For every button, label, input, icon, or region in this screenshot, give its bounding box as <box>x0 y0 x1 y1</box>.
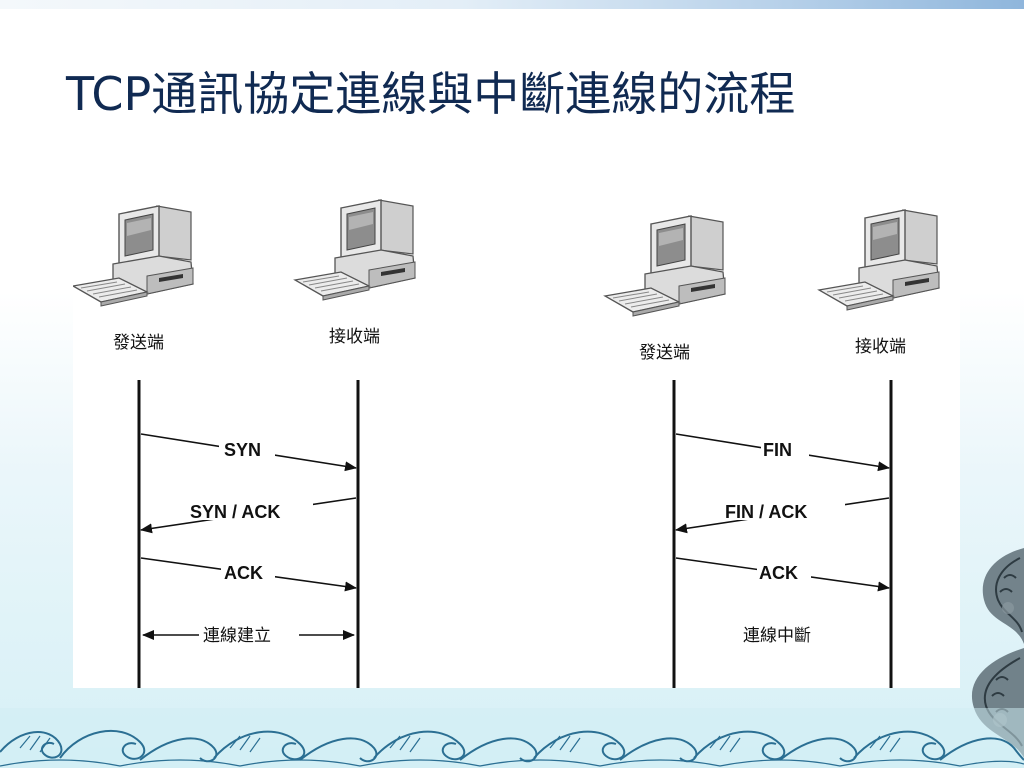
receiver-computer-icon <box>818 209 940 311</box>
tcp-diagram: 發送端 接收端 SYN SYN / ACK ACK 連線建立 發送端 接收端 F… <box>73 199 940 688</box>
connect-ack-label: ACK <box>224 563 263 583</box>
connect-sender-label: 發送端 <box>113 333 164 353</box>
sender-computer-icon <box>604 215 726 317</box>
connect-syn-label: SYN <box>224 440 261 460</box>
connect-receiver-label: 接收端 <box>329 327 380 347</box>
disconnect-finack-label: FIN / ACK <box>725 502 807 522</box>
disconnect-result-label: 連線中斷 <box>743 626 811 646</box>
sender-computer-icon <box>73 205 194 307</box>
connect-synack-label: SYN / ACK <box>190 502 280 522</box>
disconnect-ack-label: ACK <box>759 563 798 583</box>
receiver-computer-icon <box>294 199 416 301</box>
wave-border-decoration <box>0 708 1024 768</box>
disconnect-sender-label: 發送端 <box>639 343 690 363</box>
top-accent-bar <box>0 0 1024 9</box>
disconnect-receiver-label: 接收端 <box>855 337 906 357</box>
connect-result-label: 連線建立 <box>203 626 271 646</box>
slide-title: TCP通訊協定連線與中斷連線的流程 <box>66 67 796 121</box>
disconnect-fin-label: FIN <box>763 440 792 460</box>
tcp-diagram-panel: 發送端 接收端 SYN SYN / ACK ACK 連線建立 發送端 接收端 F… <box>73 192 960 688</box>
